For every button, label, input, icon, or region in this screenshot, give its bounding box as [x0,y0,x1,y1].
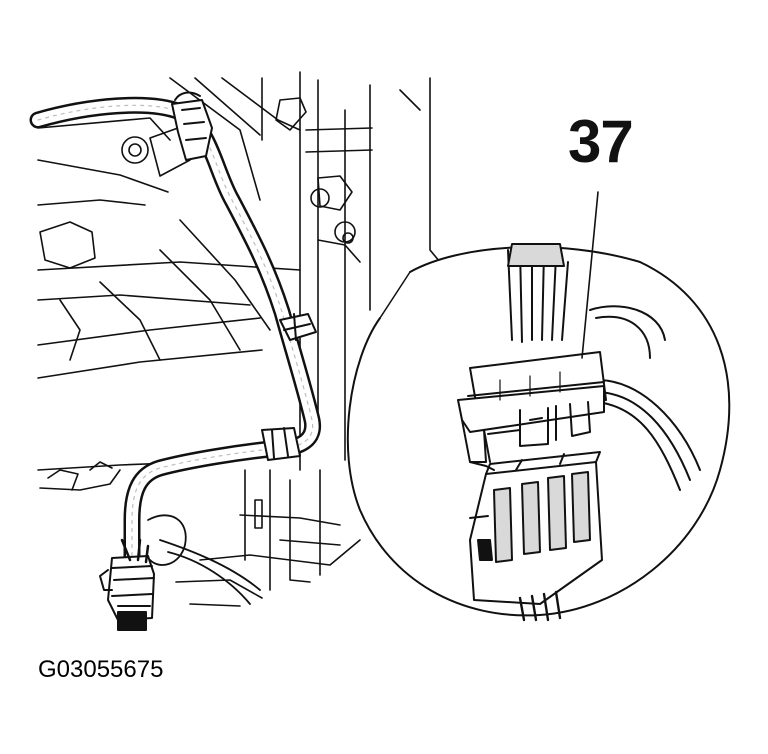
detail-magnifier [346,243,731,622]
detail-wires [507,243,701,491]
wire-loop [147,514,261,605]
figure-id: G03055675 [38,656,164,683]
callout-label: 37 [568,108,634,175]
detail-connector-lower [469,451,603,622]
harness-clip-lower [261,427,301,461]
harness-clip-top [171,91,213,161]
harness-clip-middle [279,313,317,341]
callout-leader-line [581,191,599,359]
body-panel-structure [37,71,441,607]
detail-connector-upper [457,351,607,471]
connector-plug-left [99,538,155,631]
